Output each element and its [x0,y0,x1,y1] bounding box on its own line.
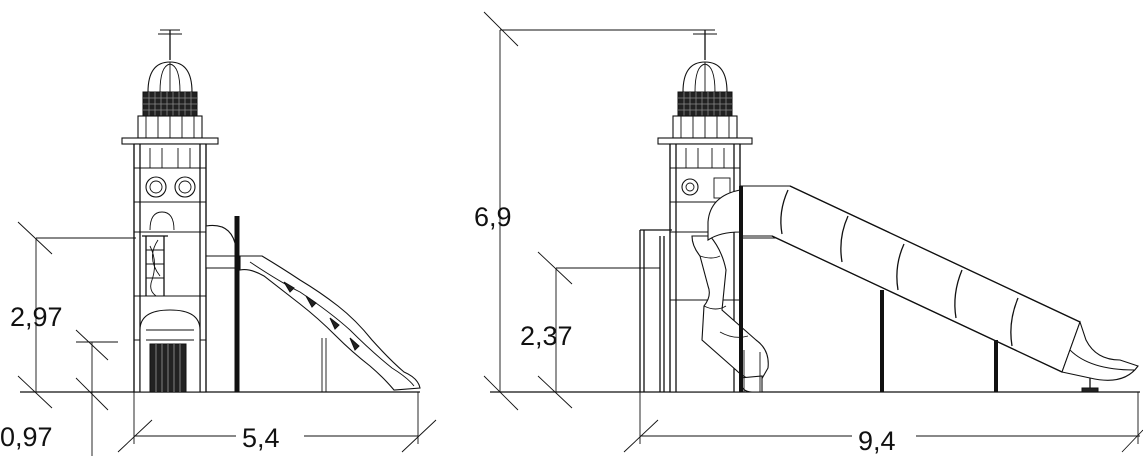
left-roof-eave [121,137,219,145]
dim-right-platform-height: 2,37 [520,251,660,409]
dim-label-0-97: 0,97 [0,422,53,452]
right-elevation: 6,9 2,37 9,4 [474,11,1143,456]
right-slide-exit [1061,320,1139,381]
dim-label-9-4: 9,4 [858,426,896,456]
dim-right-total-height: 6,9 [474,11,710,411]
left-tower [121,29,240,393]
right-frame [639,229,672,392]
right-tower [657,29,779,393]
right-porthole [681,178,699,196]
dim-left-lower-height: 0,97 [0,329,118,456]
right-tube-slide [739,185,1139,393]
dim-label-2-97: 2,97 [10,302,63,332]
dim-left-platform-height: 2,97 [10,221,136,409]
right-roof-eave [657,137,753,145]
dim-label-2-37: 2,37 [520,321,573,351]
dim-label-6-9: 6,9 [474,202,512,232]
dim-label-5-4: 5,4 [242,423,280,453]
left-ladder [142,235,168,296]
dim-left-width: 5,4 [117,392,437,453]
left-wave-slide [239,255,421,392]
dim-right-width: 9,4 [623,392,1143,456]
left-porthole-1 [145,176,167,198]
left-porthole-2 [174,176,196,198]
left-elevation: 2,97 0,97 5,4 [0,29,437,456]
